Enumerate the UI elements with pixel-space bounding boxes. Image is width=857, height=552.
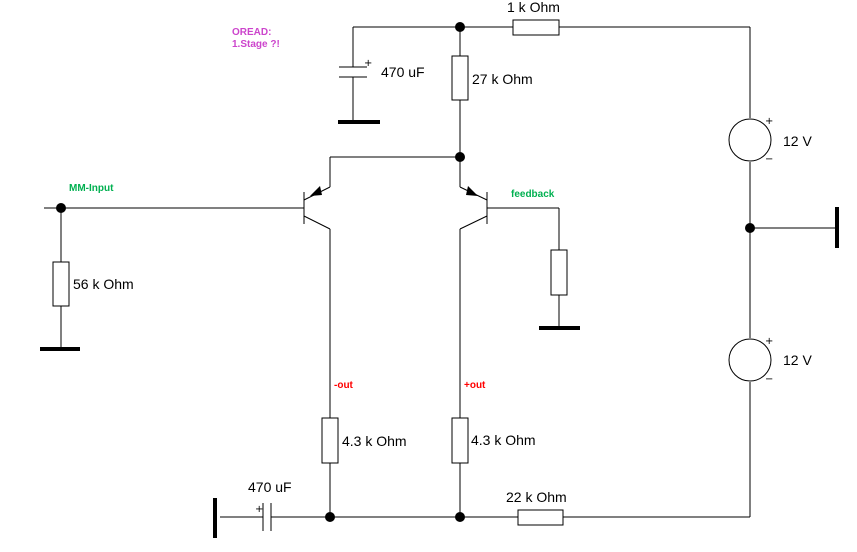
transistor-right — [459, 186, 488, 230]
label-c-bottom: 470 uF — [248, 479, 292, 495]
label-r-1k: 1 k Ohm — [507, 0, 560, 15]
label-r-56k: 56 k Ohm — [73, 276, 134, 292]
voltage-source-top: + − — [728, 116, 773, 165]
label-r-emitter-left: 4.3 k Ohm — [342, 433, 407, 449]
resistor-56k — [52, 261, 70, 307]
vsource-top-plus: + — [765, 116, 773, 127]
label-c-top: 470 uF — [381, 64, 425, 80]
ground-bars — [40, 120, 839, 538]
note-oread-line1: OREAD: — [232, 27, 271, 38]
vsource-bottom-plus: + — [765, 336, 773, 347]
transistor-left-arrow — [310, 186, 322, 196]
label-v-bottom: 12 V — [783, 352, 812, 368]
capacitor-bottom: + — [255, 503, 272, 531]
voltage-source-bottom: + − — [728, 336, 773, 385]
resistor-emitter-right — [451, 417, 469, 464]
note-minus-out: -out — [334, 380, 354, 391]
label-v-top: 12 V — [783, 133, 812, 149]
note-mm-input: MM-Input — [69, 183, 114, 194]
resistor-27k — [451, 55, 469, 101]
wires — [44, 26, 835, 518]
resistor-1k — [512, 19, 560, 36]
transistor-right-arrow — [466, 186, 478, 196]
label-r-22k: 22 k Ohm — [506, 489, 567, 505]
note-oread-line2: 1.Stage ?! — [232, 39, 280, 50]
transistor-left — [303, 186, 331, 230]
resistor-22k — [517, 509, 564, 526]
resistor-feedback — [550, 249, 568, 296]
capacitor-top: + — [339, 58, 372, 78]
vsource-top-minus: − — [765, 154, 773, 165]
junction-dots — [56, 22, 755, 522]
resistor-emitter-left — [321, 417, 339, 464]
vsource-bottom-minus: − — [765, 374, 773, 385]
note-feedback: feedback — [511, 189, 555, 200]
capacitor-bottom-plus: + — [255, 504, 263, 515]
note-plus-out: +out — [464, 380, 486, 391]
capacitor-top-plus: + — [364, 58, 372, 69]
label-r-emitter-right: 4.3 k Ohm — [471, 432, 536, 448]
label-r-27k: 27 k Ohm — [472, 71, 533, 87]
